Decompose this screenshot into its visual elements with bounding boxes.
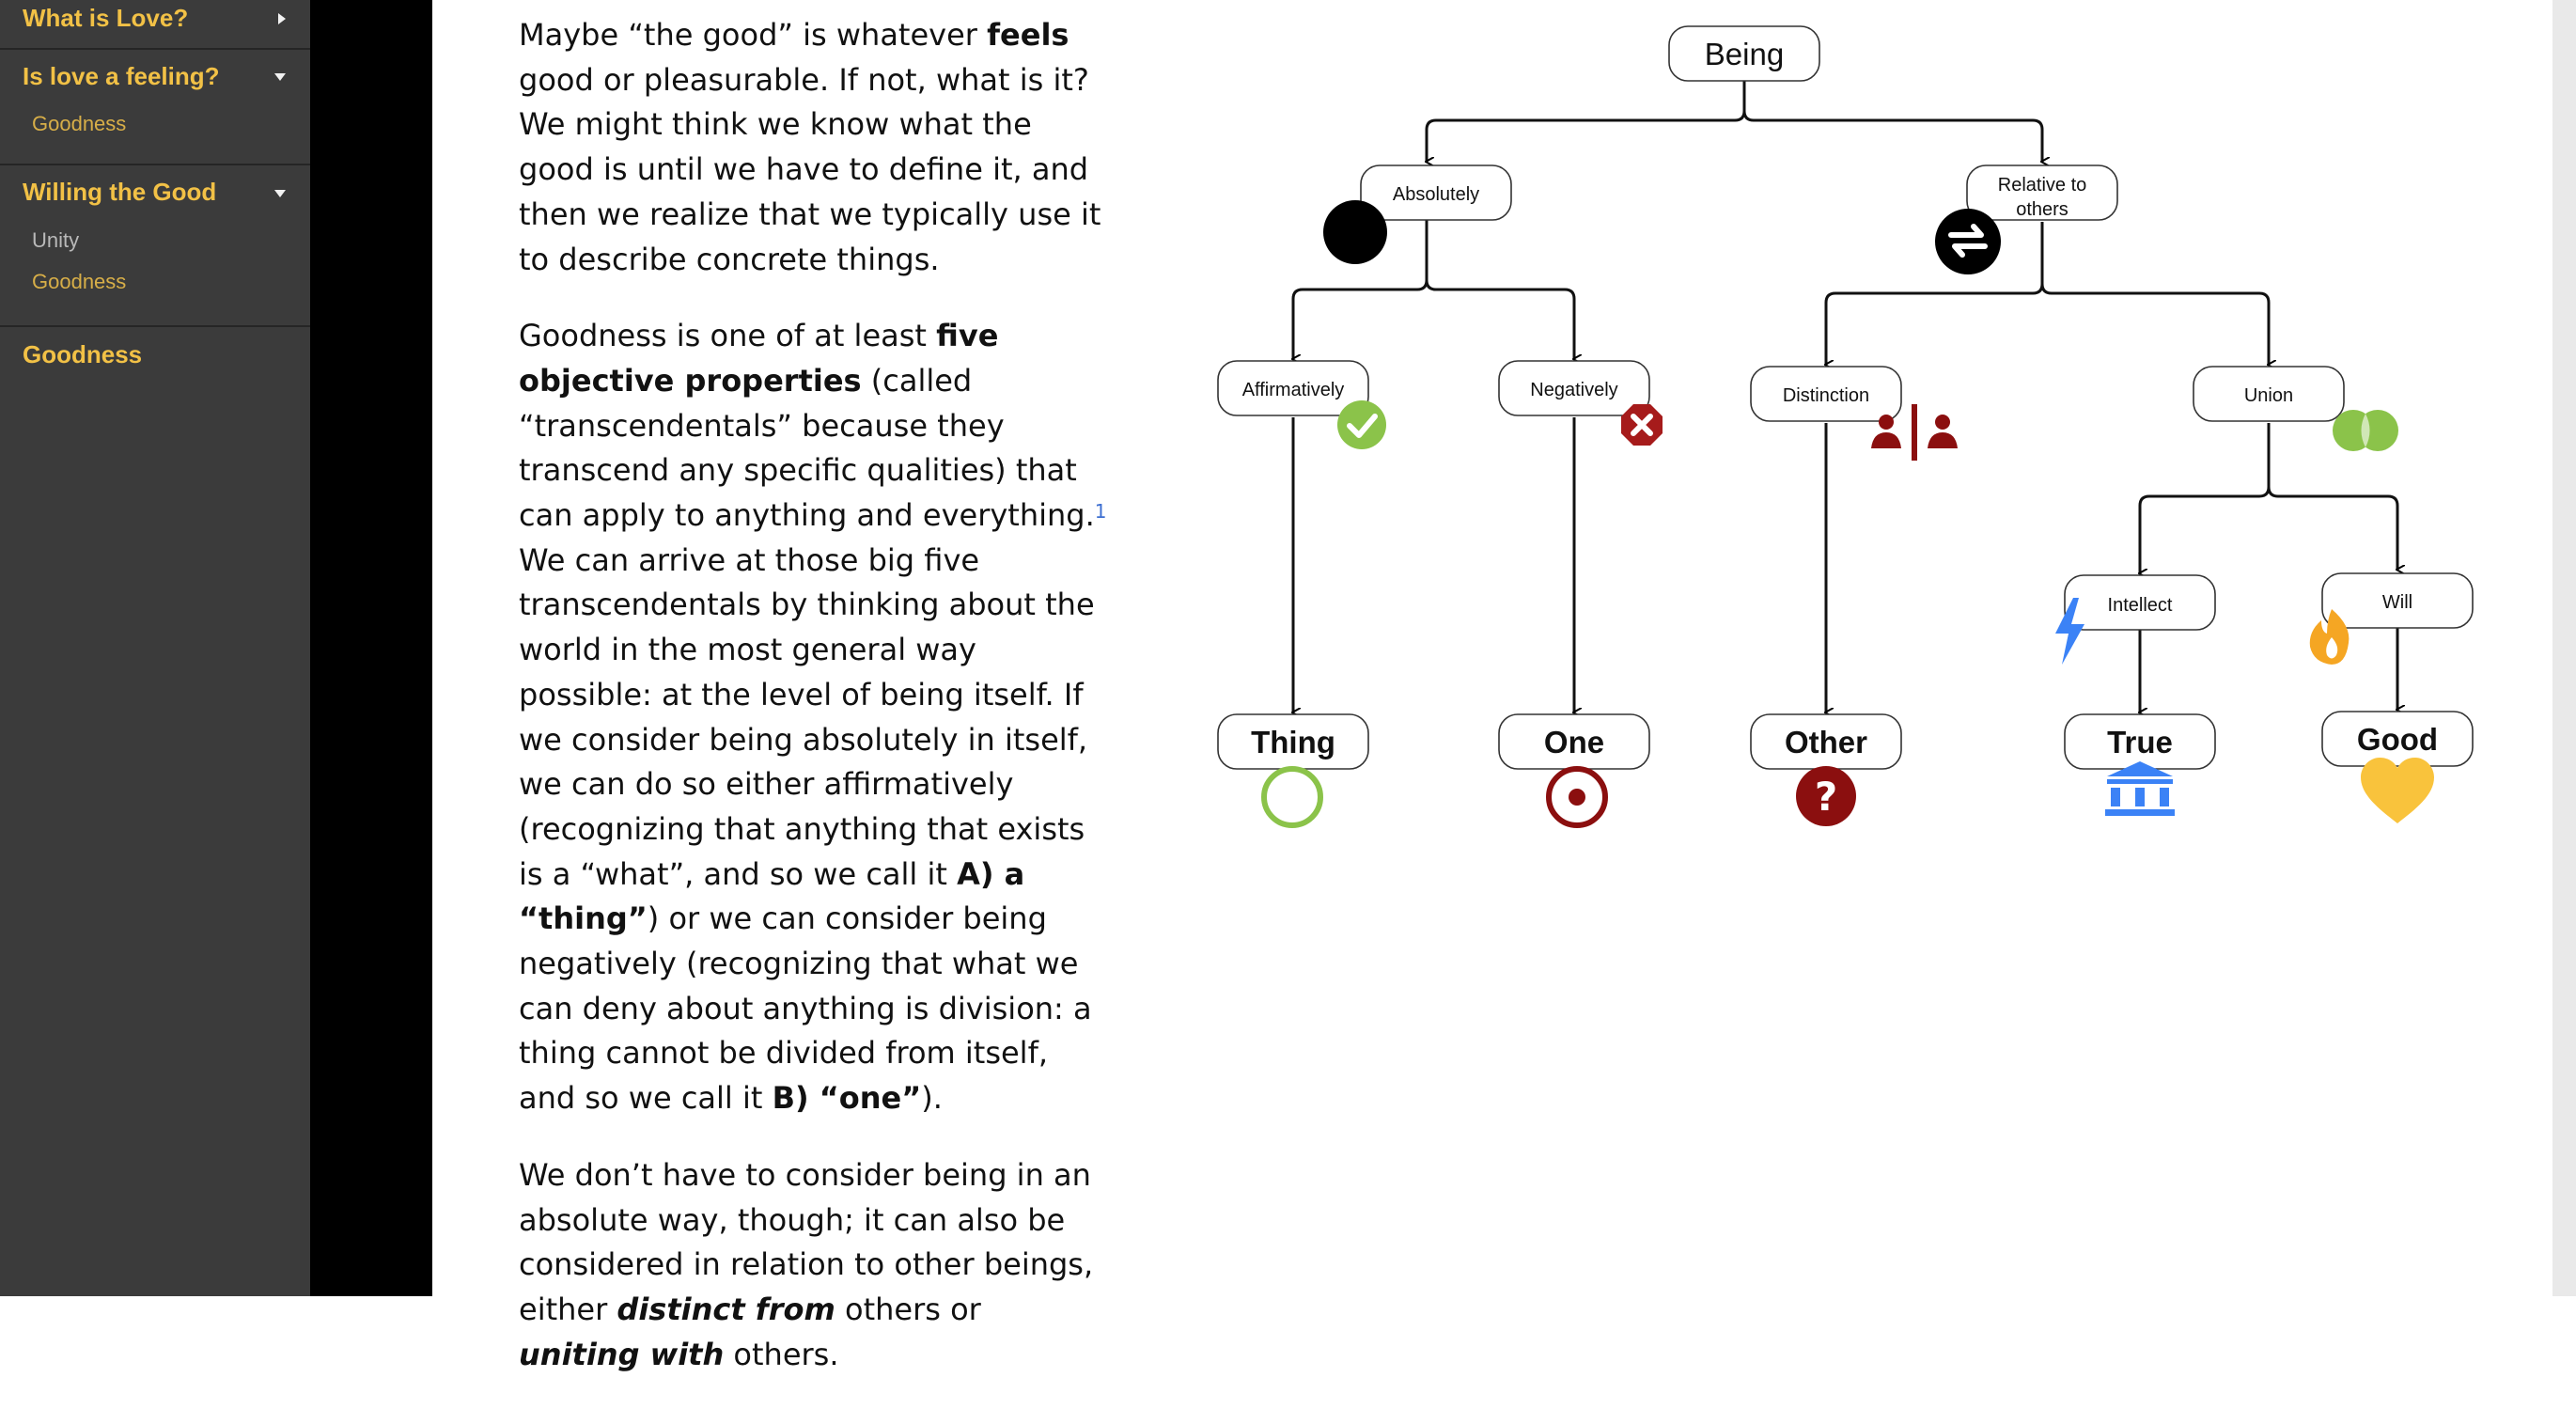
paragraph: We don’t have to consider being in an ab… bbox=[519, 1156, 1094, 1372]
lightning-icon bbox=[2055, 598, 2084, 665]
sidebar-section-title[interactable]: What is Love? bbox=[23, 4, 189, 32]
node-absolutely bbox=[1360, 164, 1512, 221]
article-body: Maybe “the good” is whatever feels good … bbox=[519, 13, 1109, 1409]
check-circle-icon bbox=[1337, 400, 1386, 449]
node-distinction-label: Distinction bbox=[1783, 385, 1869, 406]
empty-circle-icon bbox=[1261, 766, 1323, 828]
sidebar-section-willing-the-good[interactable]: Willing the Good Unity Goodness bbox=[0, 165, 310, 325]
sidebar-section-title[interactable]: Is love a feeling? bbox=[23, 62, 220, 90]
chevron-right-icon[interactable] bbox=[278, 13, 286, 24]
question-circle-icon: ? bbox=[1796, 766, 1856, 826]
node-thing-label: Thing bbox=[1251, 725, 1335, 759]
node-affirmatively bbox=[1217, 360, 1369, 416]
page-gutter bbox=[310, 0, 432, 1296]
node-other-label: Other bbox=[1785, 725, 1867, 759]
chevron-down-icon[interactable] bbox=[274, 73, 286, 81]
node-will bbox=[2321, 572, 2474, 629]
scrollbar-track[interactable] bbox=[2553, 0, 2576, 1296]
node-distinction bbox=[1750, 366, 1902, 422]
node-intellect-label: Intellect bbox=[2108, 595, 2173, 616]
heart-icon bbox=[2361, 758, 2434, 823]
sidebar-item-unity[interactable]: Unity bbox=[32, 228, 80, 252]
node-one-label: One bbox=[1544, 725, 1604, 759]
close-octagon-icon bbox=[1621, 404, 1663, 446]
swap-arrows-icon bbox=[1935, 209, 2001, 274]
node-negatively-label: Negatively bbox=[1530, 380, 1617, 400]
node-union bbox=[2193, 366, 2345, 422]
black-circle-icon bbox=[1323, 200, 1387, 264]
node-relative-label-1: Relative to bbox=[1998, 175, 2087, 196]
node-affirmatively-label: Affirmatively bbox=[1242, 380, 1345, 400]
transcendentals-diagram: Being Absolutely Relative to others Affi… bbox=[1217, 25, 2474, 828]
node-will-label: Will bbox=[2382, 592, 2412, 613]
node-good bbox=[2321, 711, 2474, 767]
sidebar-section-goodness[interactable]: Goodness bbox=[0, 327, 310, 384]
node-good-label: Good bbox=[2357, 722, 2438, 757]
distinct-people-icon bbox=[1871, 404, 1958, 461]
sidebar-divider bbox=[0, 325, 310, 327]
sidebar-section-what-is-love[interactable]: What is Love? bbox=[0, 0, 310, 49]
target-icon bbox=[1546, 766, 1608, 828]
sidebar-section-title[interactable]: Willing the Good bbox=[23, 178, 217, 206]
flame-icon bbox=[2309, 609, 2350, 665]
node-union-label: Union bbox=[2244, 385, 2293, 406]
paragraph: Maybe “the good” is whatever feels good … bbox=[519, 17, 1101, 277]
node-being bbox=[1668, 25, 1820, 82]
sidebar-divider bbox=[0, 164, 310, 165]
sidebar: What is Love? Is love a feeling? Goodnes… bbox=[0, 0, 310, 1296]
node-being-label: Being bbox=[1705, 37, 1784, 71]
node-absolutely-label: Absolutely bbox=[1393, 184, 1479, 205]
sidebar-section-is-love-a-feeling[interactable]: Is love a feeling? Goodness bbox=[0, 50, 310, 163]
node-true-label: True bbox=[2107, 725, 2173, 759]
node-relative bbox=[1966, 164, 2118, 221]
sidebar-divider bbox=[0, 48, 310, 50]
node-relative-label-2: others bbox=[2016, 199, 2069, 220]
bank-icon bbox=[2105, 761, 2175, 816]
sidebar-item-goodness[interactable]: Goodness bbox=[32, 112, 127, 135]
node-intellect bbox=[2064, 574, 2216, 631]
svg-text:?: ? bbox=[1815, 774, 1837, 820]
node-negatively bbox=[1498, 360, 1650, 416]
overlapping-circles-icon bbox=[2333, 410, 2398, 451]
chevron-down-icon[interactable] bbox=[274, 190, 286, 197]
sidebar-item-goodness[interactable]: Goodness bbox=[32, 270, 127, 293]
sidebar-section-title[interactable]: Goodness bbox=[23, 340, 143, 368]
footnote-link[interactable]: 1 bbox=[1094, 500, 1107, 524]
paragraph: Goodness is one of at least five objecti… bbox=[519, 318, 1107, 1117]
